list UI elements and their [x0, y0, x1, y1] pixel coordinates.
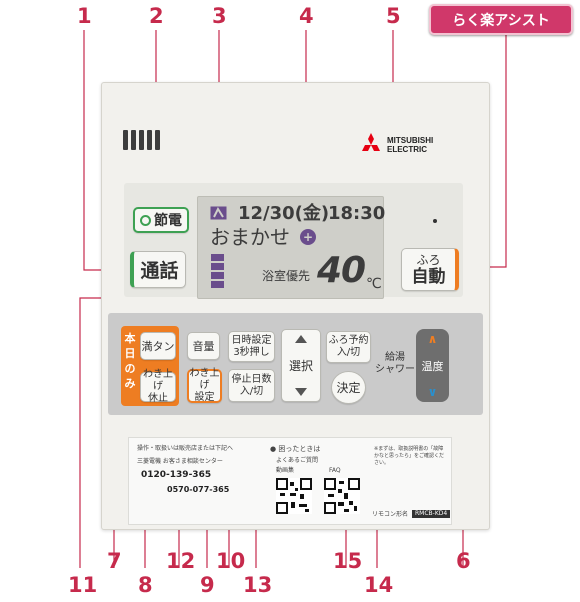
sentaku-rocker[interactable]: 選択 — [281, 329, 321, 402]
jido-label: 自動 — [411, 266, 446, 287]
faq-qr-code[interactable] — [324, 478, 360, 514]
speaker-vent — [131, 130, 136, 150]
speaker-vent — [123, 130, 128, 150]
set-time-icon — [210, 206, 227, 220]
callout-number-5: 5 — [386, 4, 401, 28]
display-time: 18:30 — [328, 203, 386, 224]
sheet-note: ※まずは、取扱説明書の「故障かなと思ったら」をご確認ください。 — [374, 446, 445, 466]
furo-label: ふろ — [416, 252, 441, 267]
ondo-label: 温度 — [421, 359, 444, 373]
kettei-label: 決定 — [336, 381, 361, 395]
help-title: ● 困ったときは — [270, 445, 321, 453]
ondo-rocker[interactable]: ∧ 温度 ∨ — [416, 329, 449, 402]
speaker-vent — [147, 130, 152, 150]
video-qr-code[interactable] — [276, 478, 312, 514]
sheet-phone-2: 0570-077-365 — [167, 485, 230, 494]
tsuwa-label: 通話 — [140, 260, 179, 282]
tsuwa-button[interactable]: 通話 — [130, 251, 186, 288]
display-date: 12/30(金) — [238, 203, 330, 224]
select-down-icon — [295, 388, 307, 396]
kettei-button[interactable]: 決定 — [331, 371, 366, 404]
wakiage-settei-label-2: 設定 — [194, 392, 215, 403]
faq-label: FAQ — [329, 467, 341, 474]
speaker-vent — [155, 130, 160, 150]
furo-yoyaku-label-1: ふろ予約 — [328, 335, 369, 346]
teishi-label-2: 入/切 — [239, 385, 264, 397]
sheet-heading: 操作・取扱いは販売店または下記へ — [137, 445, 234, 452]
callout-number-7: 7 — [107, 549, 122, 573]
temp-up-icon: ∧ — [427, 332, 438, 346]
wakiage-settei-button[interactable]: わき上げ 設定 — [187, 368, 222, 403]
wakiage-settei-label-1: わき上げ — [189, 368, 220, 391]
mantan-button[interactable]: 満タン — [140, 332, 176, 360]
display-temperature: 40 — [317, 250, 366, 291]
display-mode: おまかせ — [210, 225, 290, 249]
callout-number-2: 2 — [149, 4, 164, 28]
setsuden-button[interactable]: 節電 — [133, 207, 189, 233]
setsuden-label: 節電 — [154, 213, 182, 229]
callout-number-8: 8 — [138, 573, 153, 597]
wakiage-kyushi-label-1: わき上げ — [143, 369, 173, 392]
furo-yoyaku-label-2: 入/切 — [336, 347, 361, 358]
mantan-label: 満タン — [141, 340, 175, 353]
sheet-phone-1: 0120-139-365 — [141, 470, 212, 480]
teishi-nissu-button[interactable]: 停止日数 入/切 — [228, 369, 275, 402]
three-diamonds-icon — [362, 133, 380, 151]
callout-number-12: 12 — [166, 549, 196, 573]
sheet-center: 三菱電機 お客さま相談センター — [137, 458, 223, 465]
furo-yoyaku-button[interactable]: ふろ予約 入/切 — [326, 331, 371, 363]
nichiji-label-1: 日時設定 — [231, 334, 272, 346]
callout-number-6: 6 — [456, 549, 471, 573]
callout-number-10: 10 — [216, 549, 246, 573]
brand-logo: MITSUBISHI ELECTRIC — [358, 132, 433, 158]
help-subtitle: よくあるご質問 — [276, 457, 319, 464]
temp-down-icon: ∨ — [427, 385, 438, 399]
callout-number-3: 3 — [212, 4, 227, 28]
brand-line-1: MITSUBISHI — [387, 136, 434, 145]
level-bars — [211, 254, 224, 290]
callout-number-11: 11 — [68, 573, 98, 597]
callout-number-15: 15 — [333, 549, 363, 573]
furo-jido-button[interactable]: ふろ 自動 — [401, 248, 459, 291]
nichiji-label-2: 3秒押し — [233, 346, 270, 358]
model-number: RMCB-KD4 — [412, 510, 451, 518]
callout-number-9: 9 — [200, 573, 215, 597]
callout-number-13: 13 — [243, 573, 273, 597]
nichiji-settei-button[interactable]: 日時設定 3秒押し — [228, 331, 275, 362]
select-up-icon — [295, 335, 307, 343]
onryo-button[interactable]: 音量 — [187, 332, 220, 360]
model-label: リモコン形名 — [372, 511, 409, 518]
lcd-display: 12/30(金) 18:30 おまかせ + 浴室優先 40 ℃ — [197, 196, 386, 299]
power-save-icon — [140, 214, 151, 226]
wakiage-kyushi-label-2: 休止 — [148, 393, 168, 404]
video-label: 動画集 — [276, 467, 295, 474]
callout-number-4: 4 — [299, 4, 314, 28]
callout-number-14: 14 — [364, 573, 394, 597]
teishi-label-1: 停止日数 — [231, 373, 272, 385]
kyuto-shower-label: 給湯 シャワー — [375, 352, 415, 375]
speaker-vent — [139, 130, 144, 150]
indicator-dot — [433, 219, 437, 223]
wakiage-kyushi-button[interactable]: わき上げ 休止 — [140, 369, 176, 404]
brand-line-2: ELECTRIC — [387, 145, 427, 154]
plus-icon: + — [300, 229, 316, 245]
display-temp-unit: ℃ — [366, 276, 382, 292]
callout-number-1: 1 — [77, 4, 92, 28]
sentaku-label: 選択 — [288, 359, 313, 373]
display-priority: 浴室優先 — [262, 269, 311, 283]
onryo-label: 音量 — [192, 340, 215, 353]
honjitsu-nomi-label: 本 日 の み — [124, 332, 136, 390]
raku-assist-badge: らく楽アシスト — [429, 4, 573, 35]
